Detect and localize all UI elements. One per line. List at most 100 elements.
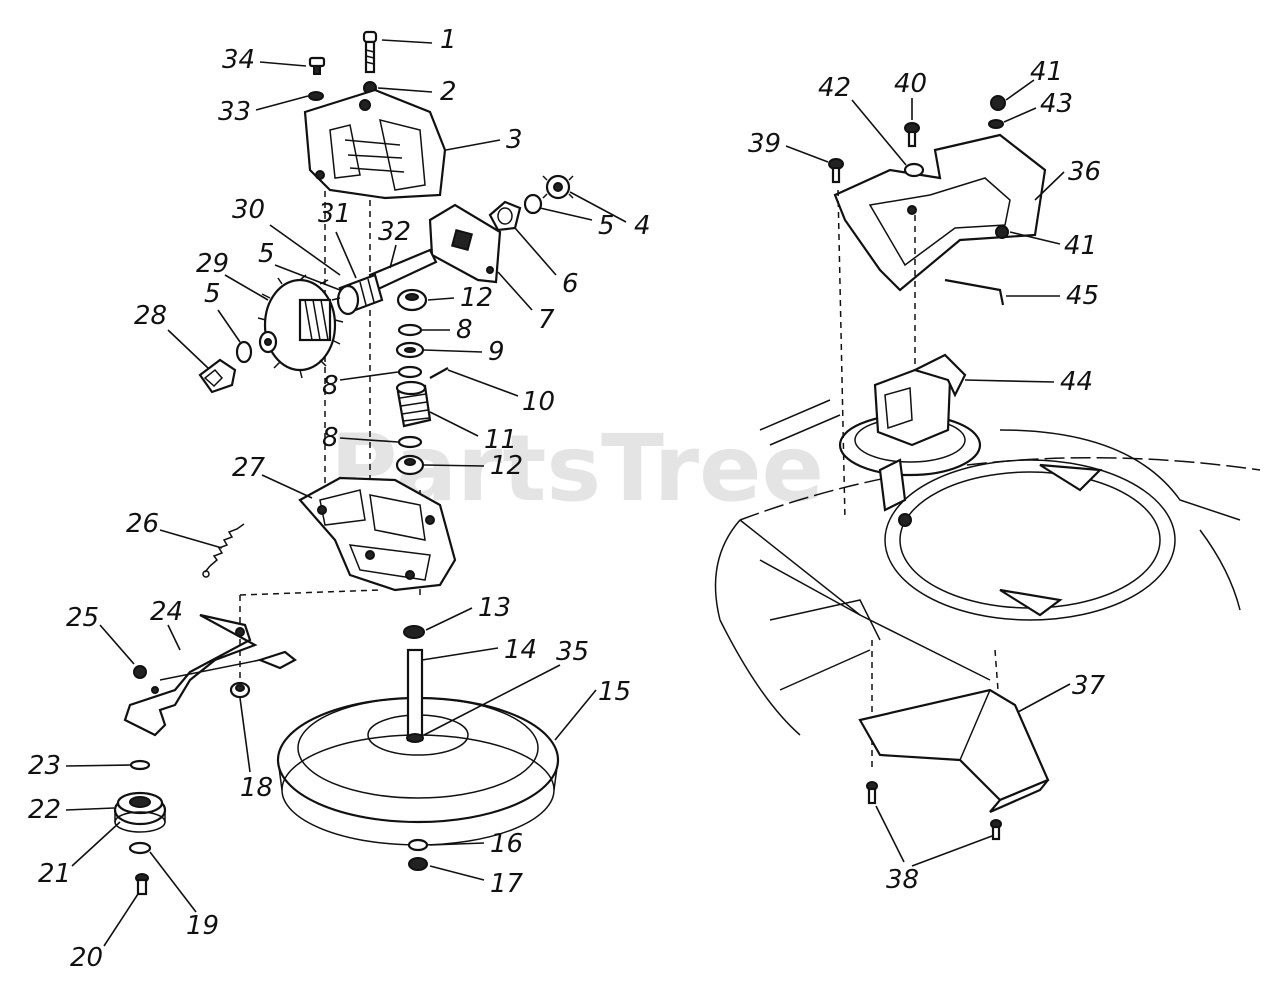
callout-23: 23 xyxy=(28,751,61,781)
callout-39: 39 xyxy=(748,129,781,159)
callout-21: 21 xyxy=(38,859,71,889)
callout-31: 31 xyxy=(318,199,351,229)
gearbox-cover-3 xyxy=(303,88,447,200)
callout-37: 37 xyxy=(1072,671,1106,701)
callout-40: 40 xyxy=(894,69,927,99)
screw-39 xyxy=(828,158,844,184)
callout-1: 1 xyxy=(440,25,457,55)
washer-16 xyxy=(407,838,429,852)
callouts-left: 1 2 3 4 5 6 7 32 31 30 5 29 5 2 xyxy=(28,25,651,973)
callout-20: 20 xyxy=(70,943,103,973)
callout-30: 30 xyxy=(232,195,265,225)
callout-10: 10 xyxy=(522,387,555,417)
callout-43: 43 xyxy=(1040,89,1073,119)
gear-29 xyxy=(257,274,344,379)
chute-cover-36 xyxy=(833,133,1047,292)
worm-shaft-32 xyxy=(336,248,438,316)
callout-19: 19 xyxy=(186,911,219,941)
washer-8-a xyxy=(397,323,423,337)
callout-7: 7 xyxy=(538,305,555,335)
callout-26: 26 xyxy=(126,509,159,539)
washer-42 xyxy=(903,162,925,178)
thrust-bearing-9 xyxy=(395,341,425,359)
callout-36: 36 xyxy=(1068,157,1101,187)
callout-4: 4 xyxy=(634,211,651,241)
bearing-plate-7 xyxy=(428,203,502,284)
washer-5 xyxy=(523,193,543,215)
callout-35: 35 xyxy=(556,637,589,667)
washer-8-c xyxy=(397,435,423,449)
alignment-line xyxy=(837,189,846,521)
nut-41-top xyxy=(990,95,1006,111)
drive-shaft-14 xyxy=(406,648,424,743)
sprocket-4 xyxy=(542,174,574,200)
callout-42: 42 xyxy=(818,73,851,103)
callout-28: 28 xyxy=(134,301,167,331)
flange-bushing-12-top xyxy=(396,288,428,312)
callout-15: 15 xyxy=(598,677,631,707)
washer-23 xyxy=(129,759,151,771)
callout-33: 33 xyxy=(218,97,251,127)
bushing-28 xyxy=(198,358,237,394)
idler-bracket-24 xyxy=(123,613,297,737)
alignment-line xyxy=(994,649,999,691)
screw-40 xyxy=(904,122,920,148)
idler-pulley-22 xyxy=(113,791,167,833)
washer-13 xyxy=(403,625,425,639)
callout-38: 38 xyxy=(886,865,919,895)
bolt-18 xyxy=(229,681,251,699)
alignment-line xyxy=(239,589,381,596)
gearbox-housing-27 xyxy=(298,476,457,592)
callout-27: 27 xyxy=(232,453,266,483)
rod-45 xyxy=(944,278,1005,306)
screw-34 xyxy=(308,56,326,75)
callout-34: 34 xyxy=(222,45,255,75)
nut-17 xyxy=(408,857,428,871)
callout-45: 45 xyxy=(1066,281,1099,311)
worm-gear-11 xyxy=(395,380,432,428)
callout-9: 9 xyxy=(488,337,505,367)
callout-3: 3 xyxy=(506,125,523,155)
callout-5-left: 5 xyxy=(204,279,221,309)
nut-25 xyxy=(133,665,147,679)
spring-26 xyxy=(202,523,245,578)
callout-41-side: 41 xyxy=(1064,231,1097,261)
bushing-6 xyxy=(488,200,522,232)
washer-43 xyxy=(988,119,1004,129)
washer-33 xyxy=(308,91,324,101)
callout-6: 6 xyxy=(562,269,579,299)
deck-assembly: 39 42 40 41 43 36 41 45 44 37 38 xyxy=(714,57,1261,895)
callout-29: 29 xyxy=(196,249,229,279)
screw-38-left xyxy=(866,781,878,805)
flange-bushing-12-bottom xyxy=(395,454,425,476)
callout-25: 25 xyxy=(66,603,99,633)
washer-5-left xyxy=(235,340,253,364)
callout-8-a: 8 xyxy=(456,315,473,345)
motor-mount-44 xyxy=(838,353,982,527)
nut-41-side xyxy=(995,225,1009,239)
callout-41-top: 41 xyxy=(1030,57,1063,87)
callout-17: 17 xyxy=(490,869,524,899)
mower-deck xyxy=(714,399,1261,736)
callout-14: 14 xyxy=(504,635,537,665)
pin-10 xyxy=(429,367,449,379)
callout-8-c: 8 xyxy=(322,423,339,453)
callout-12-top: 12 xyxy=(460,283,493,313)
deflector-37 xyxy=(858,688,1050,814)
callout-24: 24 xyxy=(150,597,183,627)
washer-8-b xyxy=(397,365,423,379)
gearbox-assembly: 1 2 3 4 5 6 7 32 31 30 5 29 5 2 xyxy=(28,25,651,973)
screw-38-right xyxy=(990,819,1002,841)
callout-16: 16 xyxy=(490,829,523,859)
callout-32: 32 xyxy=(378,217,411,247)
callout-13: 13 xyxy=(478,593,511,623)
bolt-20 xyxy=(135,873,149,896)
callout-5-right: 5 xyxy=(598,211,615,241)
callout-2: 2 xyxy=(440,77,457,107)
washer-19 xyxy=(128,841,152,855)
callout-44: 44 xyxy=(1060,367,1093,397)
callout-11: 11 xyxy=(484,425,517,455)
callout-8-b: 8 xyxy=(322,371,339,401)
bolt-1 xyxy=(362,30,378,74)
